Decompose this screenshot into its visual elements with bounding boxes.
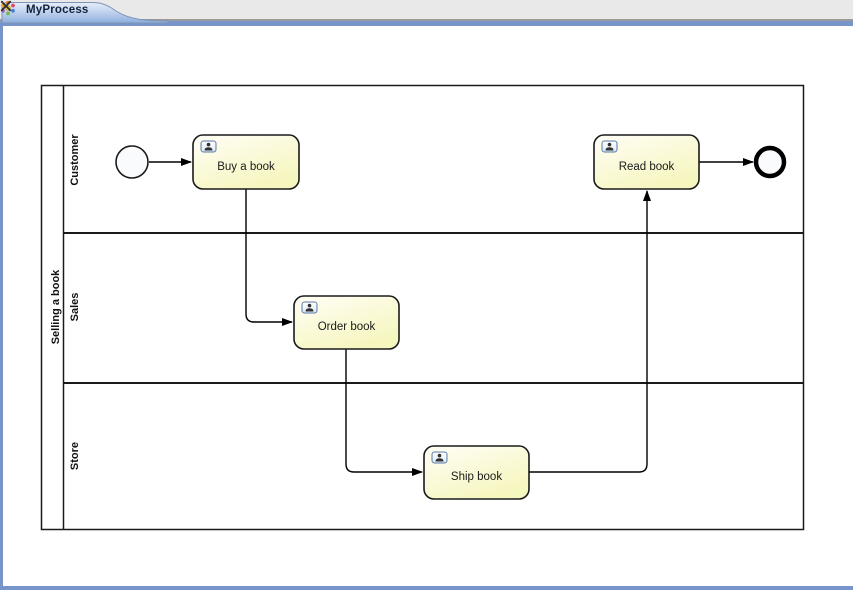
editor-frame-bottom-border	[0, 586, 853, 590]
end-event[interactable]	[753, 145, 787, 179]
flow-buy-to-order[interactable]	[245, 189, 293, 326]
tab-title: MyProcess	[26, 4, 89, 16]
task-label: Read book	[619, 161, 675, 173]
editor-frame-left-border	[0, 26, 3, 586]
flow-order-to-ship[interactable]	[345, 349, 423, 476]
lane-label-sales: Sales	[69, 293, 81, 322]
close-icon[interactable]	[0, 0, 12, 12]
selected-tab-strip	[0, 21, 853, 26]
task-read-book[interactable]: Read book	[593, 134, 700, 190]
task-label: Buy a book	[217, 161, 275, 173]
task-order-book[interactable]: Order book	[293, 295, 400, 350]
start-event[interactable]	[115, 145, 149, 179]
flow-ship-to-read[interactable]	[529, 190, 651, 473]
user-task-icon	[601, 140, 618, 153]
lane-label-customer: Customer	[69, 134, 81, 186]
task-label: Order book	[318, 321, 376, 333]
user-task-icon	[301, 301, 318, 314]
editor-tab-myprocess[interactable]: MyProcess	[0, 0, 200, 26]
task-buy-a-book[interactable]: Buy a book	[192, 134, 300, 190]
tab-shape	[1, 2, 169, 24]
task-label: Ship book	[451, 471, 502, 483]
sequence-flows	[149, 158, 754, 476]
user-task-icon	[200, 140, 217, 153]
lane-label-store: Store	[69, 442, 81, 470]
editor-tab-bar: MyProcess	[0, 0, 853, 26]
user-task-icon	[431, 451, 448, 464]
pool-label: Selling a book	[50, 269, 62, 344]
tab-bar-background	[0, 0, 853, 19]
task-ship-book[interactable]: Ship book	[423, 445, 530, 500]
tab-bar-border	[0, 19, 853, 21]
